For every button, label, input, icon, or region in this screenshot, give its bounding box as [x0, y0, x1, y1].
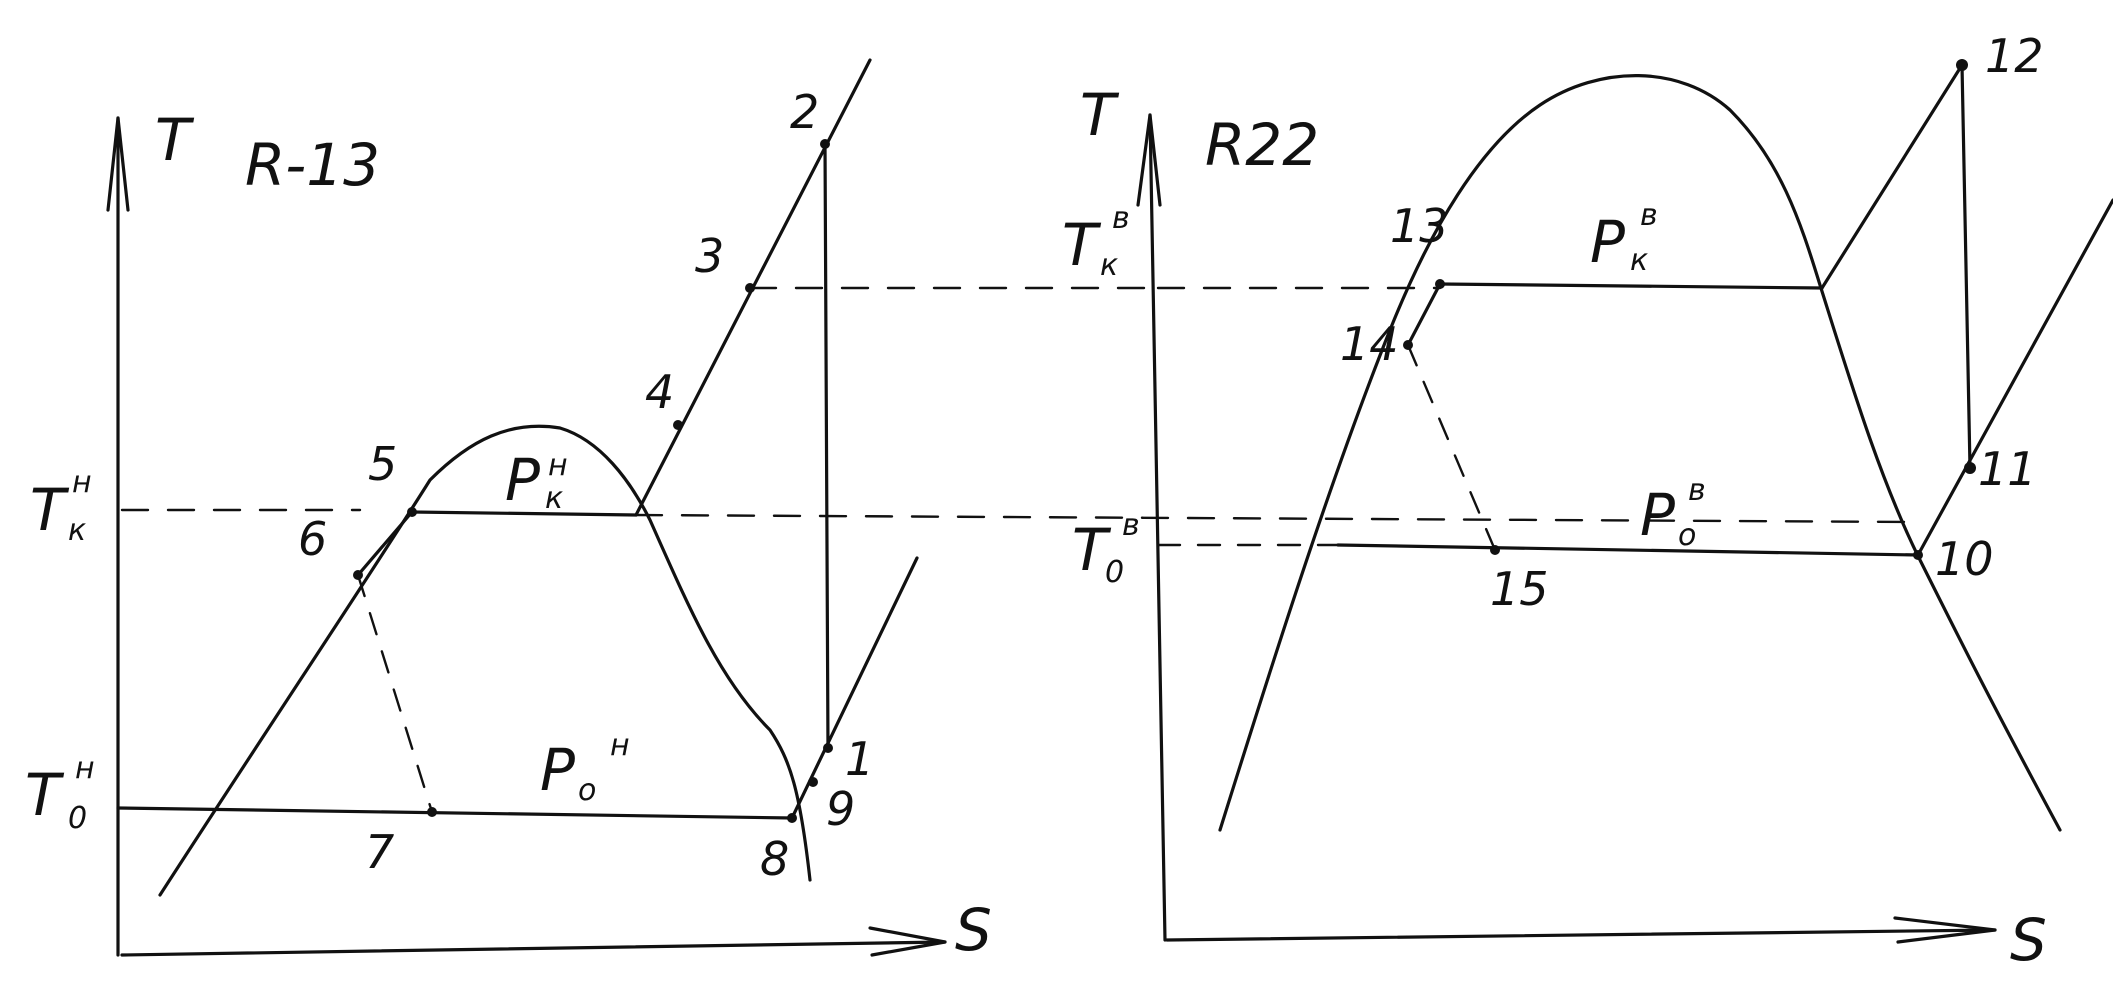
right-point-15	[1490, 545, 1500, 555]
right-low-pressure-line	[1916, 198, 2113, 557]
cross-tk-dashed	[634, 513, 1922, 524]
right-superheat-line	[1820, 63, 1964, 290]
right-t-axis-label: T	[1080, 81, 1120, 149]
right-point-11	[1964, 462, 1976, 474]
svg-text:T: T	[1062, 211, 1102, 279]
svg-text:к: к	[68, 513, 86, 548]
right-compression-line	[1960, 63, 1972, 470]
left-label-2: 2	[790, 85, 819, 139]
left-t-axis-arrow	[106, 116, 130, 212]
svg-text:о: о	[1678, 518, 1696, 553]
right-point-14	[1403, 340, 1413, 350]
right-label-13: 13	[1390, 199, 1449, 253]
svg-text:в: в	[1688, 473, 1706, 508]
right-label-14: 14	[1340, 317, 1399, 371]
left-diagram-title: R-13	[245, 131, 380, 199]
left-label-8: 8	[760, 832, 789, 886]
right-point-10	[1913, 550, 1923, 560]
svg-text:н: н	[548, 448, 568, 483]
left-label-1: 1	[845, 732, 874, 786]
left-tk-isotherm	[410, 510, 638, 517]
right-saturation-dome	[1218, 74, 2062, 832]
svg-text:P: P	[1640, 481, 1675, 549]
left-t0-isotherm	[116, 806, 794, 820]
left-point-5	[407, 507, 417, 517]
left-label-3: 3	[695, 229, 724, 283]
left-label-6: 6	[298, 512, 327, 566]
svg-text:о: о	[578, 773, 596, 808]
right-p0-label: P в о	[1640, 473, 1706, 553]
svg-text:в: в	[1640, 198, 1658, 233]
svg-text:в: в	[1122, 508, 1140, 543]
right-pk-label: P в к	[1590, 198, 1658, 278]
left-s-axis-label: S	[955, 896, 992, 964]
left-tk-label: T н к	[30, 465, 92, 548]
left-s-axis-arrow	[868, 926, 947, 957]
svg-text:T: T	[1072, 516, 1112, 584]
right-subcool-line	[1406, 282, 1442, 347]
right-label-12: 12	[1985, 29, 2044, 83]
svg-text:н: н	[610, 728, 630, 763]
right-ts-diagram: T R22 S T в к T в 0 P в к P в о 12 13 14…	[1062, 29, 2113, 974]
svg-text:P: P	[1590, 208, 1625, 276]
right-t-axis-arrow	[1136, 113, 1162, 207]
right-t-axis	[1148, 113, 1167, 942]
left-throttle-line	[356, 573, 434, 814]
left-point-2	[820, 139, 830, 149]
svg-text:P: P	[540, 736, 575, 804]
right-label-15: 15	[1490, 562, 1549, 616]
left-point-9	[808, 777, 818, 787]
svg-text:к: к	[1100, 248, 1118, 283]
right-t0-isotherm	[1336, 543, 1920, 557]
left-point-7	[427, 807, 437, 817]
svg-text:н: н	[75, 751, 95, 786]
right-point-13	[1435, 279, 1445, 289]
left-subcool-line	[356, 510, 414, 577]
left-s-axis	[120, 940, 947, 957]
left-t-axis-label: T	[155, 106, 195, 174]
svg-text:P: P	[505, 446, 540, 514]
left-label-7: 7	[365, 825, 394, 879]
right-s-axis-label: S	[2010, 906, 2047, 974]
left-compression-line	[823, 142, 830, 752]
left-point-3	[745, 283, 755, 293]
right-s-axis	[1165, 928, 1997, 942]
right-t0-label: T в 0	[1072, 508, 1140, 590]
left-point-8	[787, 813, 797, 823]
left-ts-diagram: T R-13 S T н к T н 0 P н к P н о 2 3 4 5…	[25, 58, 1152, 964]
left-label-4: 4	[645, 365, 674, 419]
left-t0-label: T н 0	[25, 751, 95, 836]
left-point-4	[673, 420, 683, 430]
svg-text:T: T	[30, 476, 70, 544]
svg-text:к: к	[545, 481, 563, 516]
right-tk-label: T в к	[1062, 201, 1130, 283]
left-point-6	[353, 570, 363, 580]
svg-text:T: T	[25, 761, 65, 829]
right-label-11: 11	[1978, 442, 2037, 496]
left-pk-label: P н к	[505, 446, 568, 516]
left-label-9: 9	[826, 782, 855, 836]
svg-text:0: 0	[1105, 555, 1124, 590]
svg-text:н: н	[72, 465, 92, 500]
right-diagram-title: R22	[1205, 111, 1319, 179]
right-point-12	[1956, 59, 1968, 71]
left-low-pressure-line	[790, 556, 919, 820]
right-s-axis-arrow	[1893, 916, 1997, 944]
right-tk-isotherm	[1438, 282, 1824, 290]
svg-text:к: к	[1630, 243, 1648, 278]
left-saturation-dome	[158, 424, 812, 897]
left-point-1	[823, 743, 833, 753]
left-p0-label: P н о	[540, 728, 630, 808]
left-label-5: 5	[368, 437, 397, 491]
svg-text:в: в	[1112, 201, 1130, 236]
right-label-10: 10	[1935, 532, 1994, 586]
svg-text:0: 0	[68, 801, 87, 836]
